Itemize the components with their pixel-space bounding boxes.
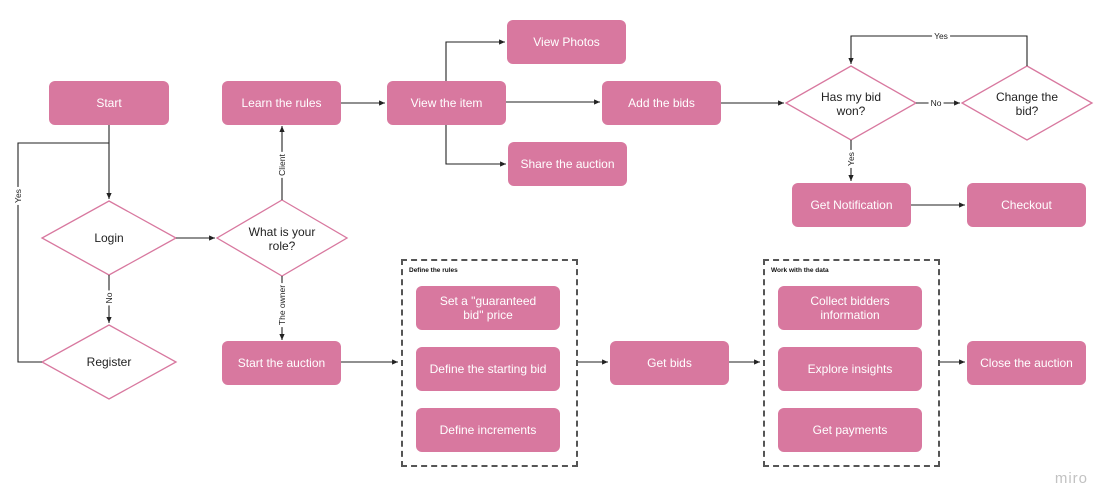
view-photos-box[interactable]: View Photos (507, 20, 626, 64)
close-auction-label: Close the auction (980, 356, 1073, 370)
won-no-label: No (928, 98, 944, 108)
learn-rules-box[interactable]: Learn the rules (222, 81, 341, 125)
register-label[interactable]: Register (86, 355, 132, 369)
collect-info-box[interactable]: Collect bidders information (778, 286, 922, 330)
get-payments-box[interactable]: Get payments (778, 408, 922, 452)
login-yes-label: Yes (13, 187, 23, 205)
start-auction-label: Start the auction (237, 356, 326, 370)
share-auction-label: Share the auction (520, 157, 615, 171)
increments-label: Define increments (439, 423, 537, 437)
learn-rules-label: Learn the rules (241, 96, 322, 110)
client-label: Client (277, 152, 287, 178)
start-label: Start (96, 96, 122, 110)
add-bids-box[interactable]: Add the bids (602, 81, 721, 125)
add-bids-label: Add the bids (628, 96, 695, 110)
work-with-data-group: Work with the data (763, 259, 940, 467)
define-rules-group: Define the rules (401, 259, 578, 467)
register-diamond (40, 324, 178, 400)
get-bids-box[interactable]: Get bids (610, 341, 729, 385)
change-bid-label[interactable]: Change the bid? (995, 90, 1059, 118)
role-label[interactable]: What is your role? (248, 225, 316, 253)
checkout-label: Checkout (1001, 198, 1052, 212)
explore-insights-box[interactable]: Explore insights (778, 347, 922, 391)
owner-label: The owner (277, 282, 287, 328)
change-yes-label: Yes (932, 31, 950, 41)
login-no-label: No (104, 290, 114, 306)
starting-bid-label: Define the starting bid (429, 362, 547, 376)
collect-info-label: Collect bidders information (810, 294, 890, 322)
edge-view-share (445, 125, 506, 167)
change-bid-diamond (960, 65, 1094, 141)
start-box[interactable]: Start (49, 81, 169, 125)
guaranteed-price-box[interactable]: Set a "guaranteed bid" price (416, 286, 560, 330)
miro-logo: miro (1054, 470, 1088, 487)
edge-view-photos (445, 39, 505, 81)
has-won-label[interactable]: Has my bid won? (820, 90, 882, 118)
checkout-box[interactable]: Checkout (967, 183, 1086, 227)
work-with-data-group-title: Work with the data (771, 267, 829, 274)
explore-insights-label: Explore insights (807, 362, 893, 376)
edge-register-login-yes (17, 142, 109, 363)
guaranteed-price-label: Set a "guaranteed bid" price (439, 294, 537, 322)
get-notification-box[interactable]: Get Notification (792, 183, 911, 227)
share-auction-box[interactable]: Share the auction (508, 142, 627, 186)
get-bids-label: Get bids (647, 356, 692, 370)
starting-bid-box[interactable]: Define the starting bid (416, 347, 560, 391)
login-label[interactable]: Login (94, 231, 124, 245)
view-item-label: View the item (410, 96, 483, 110)
view-photos-label: View Photos (533, 35, 600, 49)
increments-box[interactable]: Define increments (416, 408, 560, 452)
define-rules-group-title: Define the rules (409, 267, 458, 274)
won-yes-label: Yes (846, 150, 856, 168)
get-payments-label: Get payments (812, 423, 888, 437)
get-notification-label: Get Notification (810, 198, 893, 212)
view-item-box[interactable]: View the item (387, 81, 506, 125)
start-auction-box[interactable]: Start the auction (222, 341, 341, 385)
close-auction-box[interactable]: Close the auction (967, 341, 1086, 385)
